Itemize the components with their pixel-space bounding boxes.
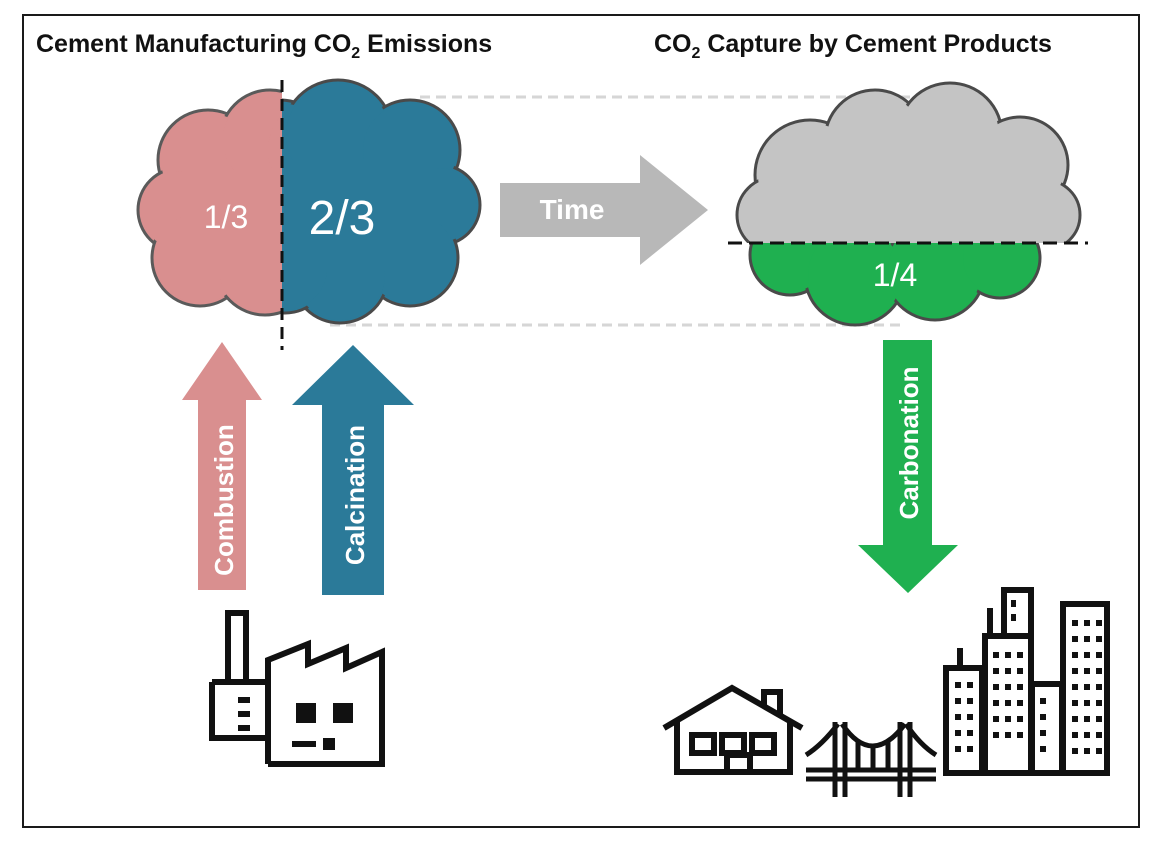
emissions-title: Cement Manufacturing CO2 Emissions [36,30,493,62]
combustion-arrow: Combustion [182,342,262,590]
calcination-fraction: 2/3 [309,192,376,245]
calcination-arrow: Calcination [292,345,414,595]
factory-icon [209,610,385,767]
emissions-cloud: 1/3 2/3 [136,78,482,350]
carbonation-arrow: Carbonation [858,340,958,593]
combustion-fraction: 1/3 [204,199,248,235]
capture-title: CO2 Capture by Cement Products [654,30,1052,62]
calcination-cloud-part [282,78,482,325]
combustion-label: Combustion [209,424,239,576]
remaining-co2-part [735,81,1082,243]
buildings-icon [943,587,1110,776]
captured-co2-part [748,243,1042,327]
bridge-icon [804,722,938,797]
house-icon [662,684,804,775]
captured-fraction: 1/4 [873,257,917,293]
combustion-cloud-part [136,88,282,317]
time-arrow: Time [500,155,708,265]
calcination-label: Calcination [340,425,370,565]
time-label: Time [540,194,605,225]
carbonation-label: Carbonation [894,366,924,519]
capture-cloud: 1/4 [728,81,1088,327]
